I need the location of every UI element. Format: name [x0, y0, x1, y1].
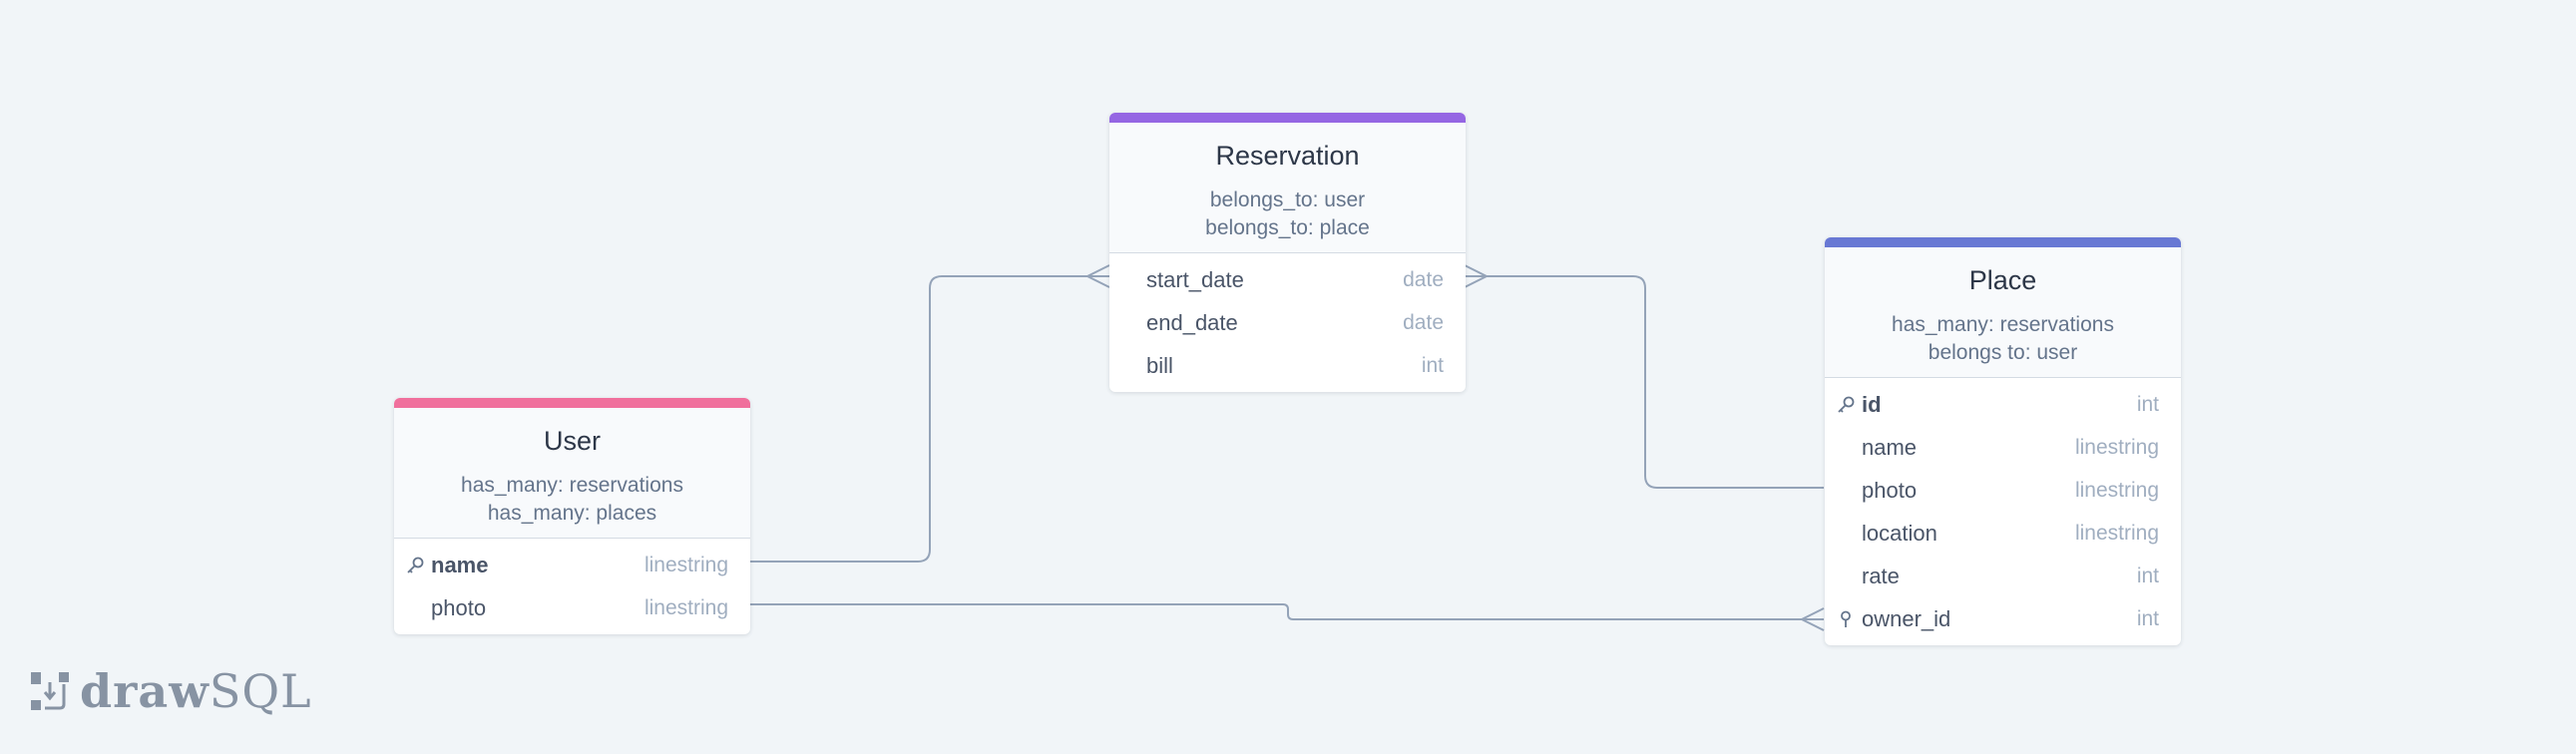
table-reservation[interactable]: Reservation belongs_to: user belongs_to:…	[1109, 113, 1466, 392]
field-row[interactable]: name linestring	[1825, 426, 2181, 469]
field-name: name	[431, 552, 489, 577]
crowfoot-icon	[1084, 264, 1110, 288]
field-name: name	[1862, 434, 1918, 460]
table-note: has_many: places	[487, 502, 657, 525]
pin-icon	[1841, 610, 1851, 627]
field-name: photo	[431, 594, 487, 620]
table-note: belongs to: user	[1928, 341, 2078, 364]
field-name: end_date	[1146, 309, 1238, 335]
table-note: belongs_to: place	[1205, 216, 1370, 239]
table-place[interactable]: Place has_many: reservations belongs to:…	[1825, 237, 2181, 645]
table-header: Place has_many: reservations belongs to:…	[1825, 247, 2181, 378]
field-type: linestring	[644, 553, 728, 576]
field-row[interactable]: start_date date	[1109, 258, 1466, 301]
field-row[interactable]: end_date date	[1109, 301, 1466, 344]
field-name: rate	[1862, 563, 1900, 588]
field-name: photo	[1862, 477, 1918, 503]
key-icon	[407, 557, 424, 573]
connector-place-reservation[interactable]	[1465, 275, 1824, 489]
table-title: User	[543, 426, 601, 456]
table-header: Reservation belongs_to: user belongs_to:…	[1109, 123, 1466, 253]
field-name: bill	[1146, 352, 1173, 378]
connector-user-place[interactable]	[750, 603, 1824, 620]
field-type: int	[2136, 564, 2159, 587]
crowfoot-icon	[1464, 264, 1490, 288]
field-row[interactable]: rate int	[1825, 555, 2181, 597]
field-type: int	[2136, 392, 2159, 416]
drawsql-logo-icon	[31, 672, 69, 710]
table-user[interactable]: User has_many: reservations has_many: pl…	[394, 398, 750, 634]
table-accent-bar	[1825, 237, 2181, 247]
field-name: location	[1862, 520, 1937, 546]
connector-user-reservation[interactable]	[750, 275, 1109, 563]
field-type: int	[2136, 606, 2159, 630]
field-row[interactable]: id int	[1825, 383, 2181, 426]
table-title: Place	[1968, 265, 2037, 295]
field-name: start_date	[1146, 266, 1244, 292]
field-row[interactable]: location linestring	[1825, 512, 2181, 555]
key-icon	[1838, 396, 1855, 413]
table-note: has_many: reservations	[461, 474, 683, 497]
field-type: linestring	[2074, 478, 2159, 502]
table-accent-bar	[1109, 113, 1466, 123]
table-title: Reservation	[1215, 141, 1360, 171]
field-name: owner_id	[1862, 605, 1951, 631]
field-type: linestring	[2074, 435, 2159, 459]
field-type: linestring	[2074, 521, 2159, 545]
field-row[interactable]: owner_id int	[1825, 597, 2181, 640]
field-type: int	[1421, 353, 1444, 377]
field-row[interactable]: bill int	[1109, 344, 1466, 387]
field-type: date	[1403, 310, 1444, 334]
crowfoot-icon	[1799, 607, 1825, 631]
table-accent-bar	[394, 398, 750, 408]
table-note: has_many: reservations	[1892, 313, 2114, 336]
logo-text-light: SQL	[209, 664, 312, 718]
logo-text-bold: draw	[80, 664, 210, 718]
table-note: belongs_to: user	[1209, 188, 1366, 211]
field-name: id	[1862, 391, 1882, 417]
field-row[interactable]: name linestring	[394, 544, 750, 586]
field-type: date	[1403, 267, 1444, 291]
field-row[interactable]: photo linestring	[394, 586, 750, 629]
field-type: linestring	[644, 595, 728, 619]
table-header: User has_many: reservations has_many: pl…	[394, 408, 750, 539]
field-row[interactable]: photo linestring	[1825, 469, 2181, 512]
